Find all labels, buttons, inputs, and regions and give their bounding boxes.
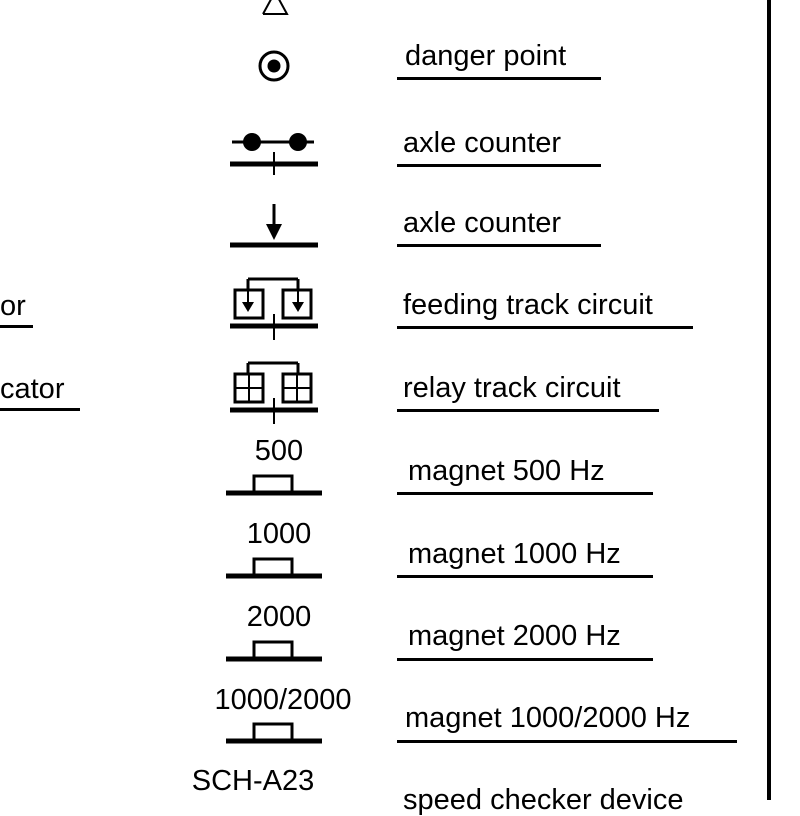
magnet-caption: 500 (254, 435, 304, 467)
legend-label: axle counter (403, 207, 561, 239)
magnet-caption: 1000 (246, 518, 312, 550)
legend-underline (397, 575, 653, 578)
magnet-caption: 1000/2000 (214, 684, 352, 716)
legend-label: relay track circuit (403, 372, 621, 404)
legend-underline (397, 492, 653, 495)
left-column-label: cator (0, 373, 65, 405)
danger-point-icon (258, 50, 290, 82)
legend-underline (397, 409, 659, 412)
left-column-label: or (0, 290, 26, 322)
legend-label: feeding track circuit (403, 289, 653, 321)
legend-underline (397, 740, 737, 743)
legend-label: speed checker device (403, 784, 684, 816)
legend-label: magnet 500 Hz (408, 455, 605, 487)
magnet-icon (226, 557, 322, 579)
legend-label: axle counter (403, 127, 561, 159)
legend-underline (397, 244, 601, 247)
magnet-icon (226, 474, 322, 496)
speed-checker-caption: SCH-A23 (191, 765, 315, 797)
magnet-icon (226, 722, 322, 744)
feeding-track-circuit-icon (230, 277, 318, 340)
triangle-icon (262, 0, 289, 15)
legend-frame-border (767, 0, 771, 800)
left-column-underline (0, 325, 33, 328)
legend-underline (397, 658, 653, 661)
legend-label: magnet 2000 Hz (408, 620, 621, 652)
legend-label: magnet 1000 Hz (408, 538, 621, 570)
legend-label: danger point (405, 40, 567, 72)
legend-label: magnet 1000/2000 Hz (405, 702, 691, 734)
left-column-underline (0, 408, 80, 411)
magnet-icon (226, 640, 322, 662)
axle-counter-arrow-icon (230, 204, 318, 248)
relay-track-circuit-icon (230, 361, 318, 424)
legend-underline (397, 164, 601, 167)
axle-counter-icon (230, 133, 318, 175)
legend-underline (397, 77, 601, 80)
legend-underline (397, 326, 693, 329)
magnet-caption: 2000 (246, 601, 312, 633)
